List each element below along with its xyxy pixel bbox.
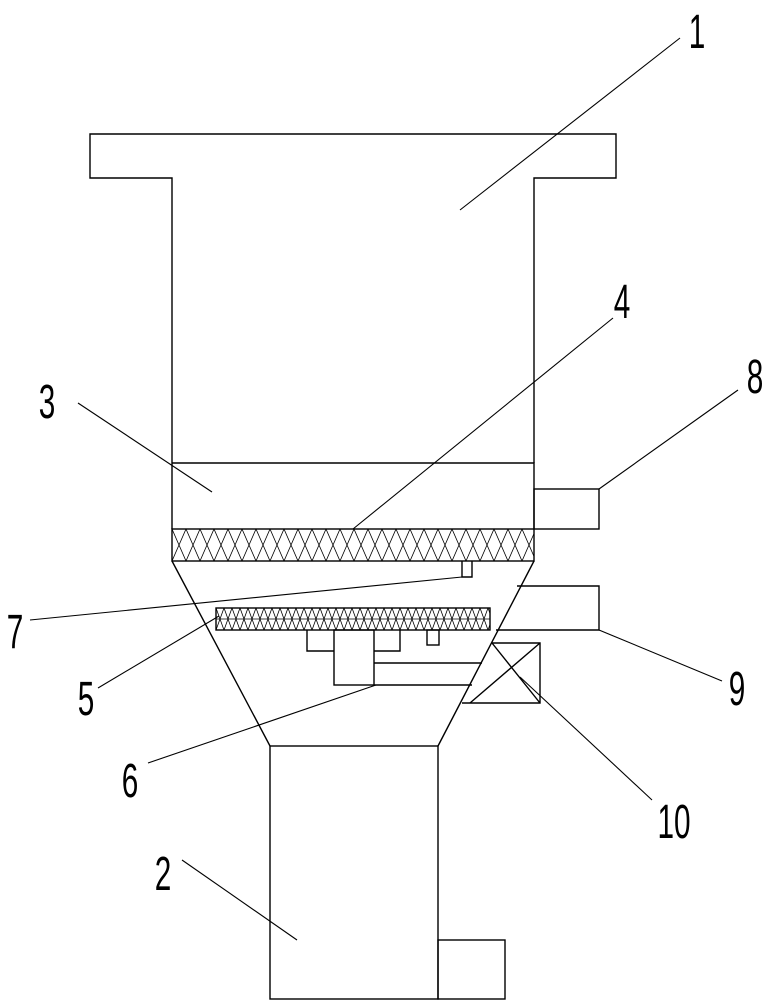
callout-label-4: 4 — [614, 276, 631, 329]
leader-lines — [29, 37, 739, 941]
upper-chamber-outline — [171, 462, 535, 529]
leader-6 — [147, 684, 377, 764]
valve-diagonal-1 — [491, 642, 541, 704]
lower-screen-mesh — [216, 608, 490, 630]
support-left-bracket — [306, 630, 334, 652]
valve-diagonal-2 — [469, 642, 541, 704]
callout-label-9: 9 — [729, 663, 746, 716]
funnel — [171, 560, 535, 747]
lower-filter-screen — [215, 607, 491, 631]
leader-5 — [97, 615, 220, 689]
support-housing — [333, 629, 375, 686]
upper-side-outlet — [533, 488, 600, 530]
support-lug — [426, 629, 440, 646]
leader-2 — [181, 859, 298, 941]
callout-label-5: 5 — [78, 673, 95, 726]
upper-filter-screen — [171, 528, 535, 562]
callout-label-10: 10 — [657, 796, 690, 849]
upper-chamber — [171, 462, 535, 529]
callout-label-1: 1 — [689, 6, 706, 59]
support-right-bracket — [374, 630, 401, 652]
collection-box — [269, 745, 506, 1000]
callout-label-8: 8 — [747, 351, 764, 404]
lower-side-outlet — [496, 585, 600, 631]
valve-box-outline — [462, 642, 541, 704]
funnel-right-wall — [437, 560, 535, 747]
leader-9 — [598, 629, 723, 682]
callout-label-3: 3 — [39, 376, 56, 429]
callout-labels: 1 2 3 4 5 6 7 8 9 10 — [7, 6, 764, 901]
leader-4 — [352, 317, 614, 530]
callout-label-7: 7 — [7, 606, 24, 659]
callout-label-6: 6 — [122, 755, 139, 808]
leader-8 — [598, 389, 739, 490]
collection-box-body — [269, 745, 439, 1000]
valve-box — [462, 642, 541, 704]
upper-screen-mesh — [172, 529, 534, 561]
hopper-body — [89, 133, 617, 463]
screen-support — [306, 629, 482, 686]
hopper — [89, 133, 617, 463]
collection-box-outlet — [437, 939, 506, 1000]
leader-3 — [77, 402, 213, 493]
leader-1 — [459, 37, 681, 211]
funnel-left-wall — [171, 560, 271, 747]
connecting-rod — [461, 561, 473, 578]
leader-10 — [519, 676, 653, 801]
leader-7 — [29, 576, 463, 621]
callout-label-2: 2 — [155, 848, 172, 901]
